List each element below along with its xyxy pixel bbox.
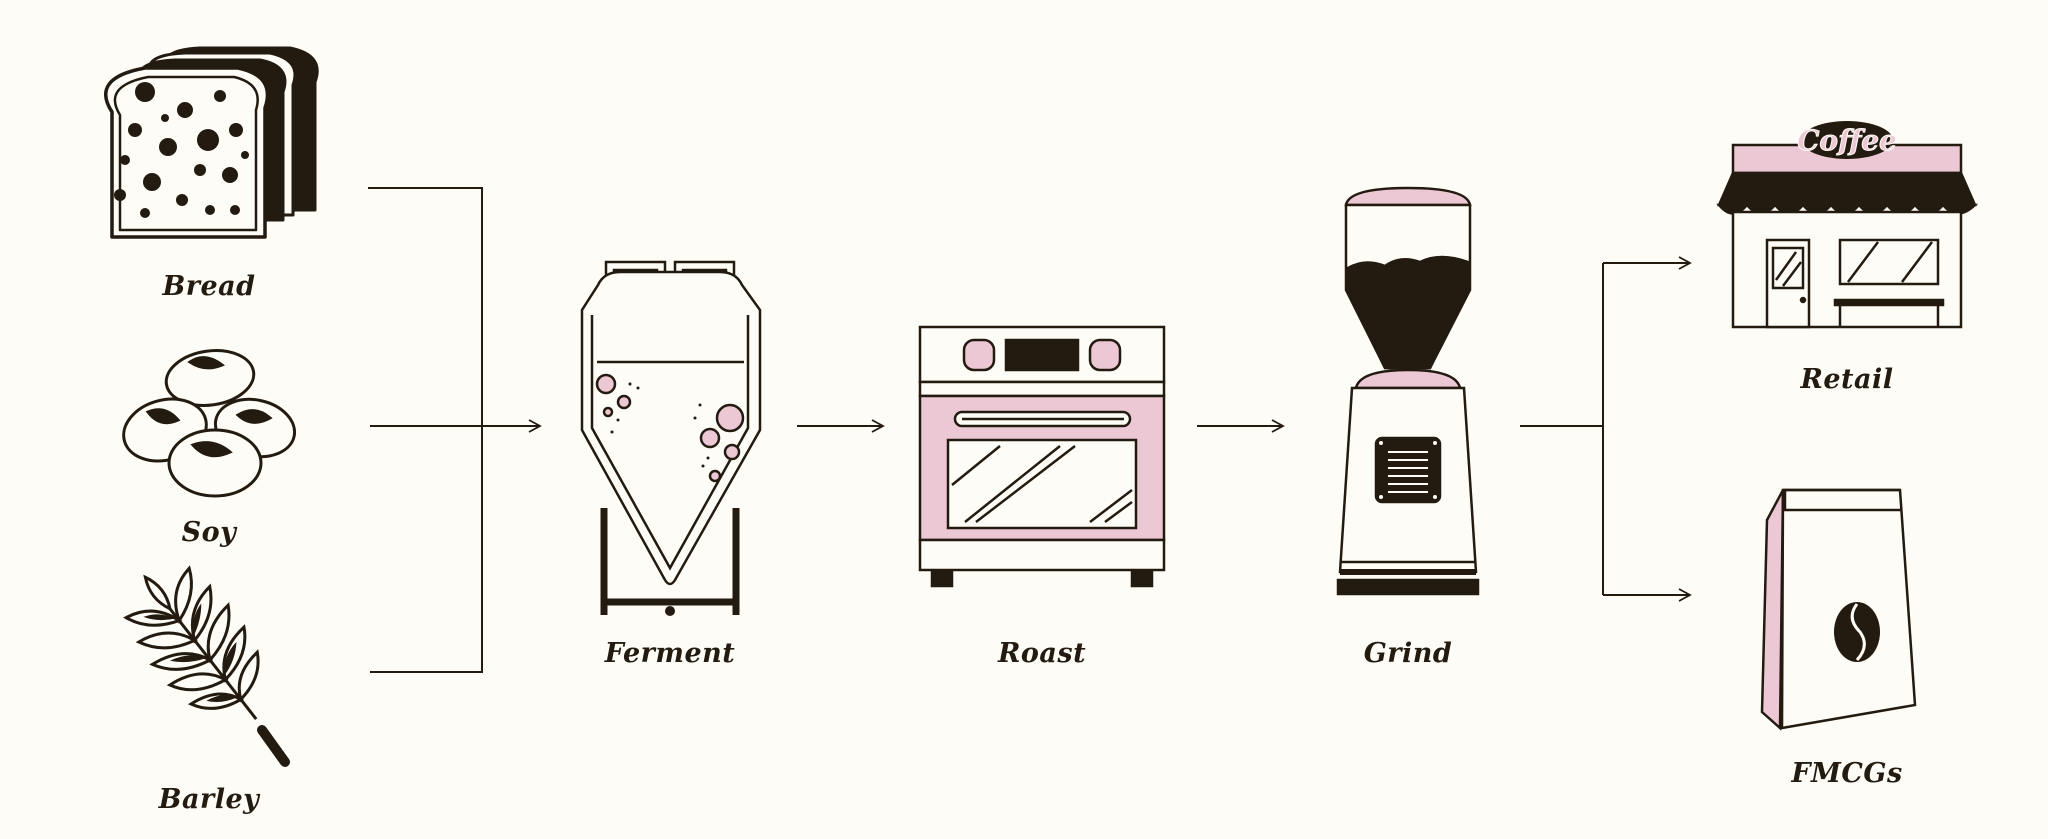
coffee-sign: Coffee	[1797, 121, 1897, 159]
bread-connector	[368, 187, 483, 673]
ferment-label: Ferment	[604, 638, 736, 669]
barley-icon	[123, 565, 290, 767]
grind-label: Grind	[1363, 638, 1453, 669]
fmcgs-label: FMCGs	[1791, 758, 1903, 789]
connector-lines	[368, 187, 1692, 673]
soy-icon	[122, 349, 297, 498]
svg-text:Coffee: Coffee	[1797, 124, 1897, 157]
coffee-bag-icon	[1760, 488, 1917, 731]
store-icon	[1716, 143, 1979, 329]
bread-label: Bread	[162, 271, 256, 302]
soy-label: Soy	[181, 517, 237, 548]
barley-label: Barley	[158, 784, 260, 815]
retail-label: Retail	[1800, 364, 1894, 395]
grinder-icon	[1336, 186, 1480, 596]
bread-icon	[103, 46, 319, 239]
fermenter-icon	[580, 260, 762, 616]
oven-icon	[918, 325, 1166, 588]
roast-label: Roast	[997, 638, 1087, 669]
